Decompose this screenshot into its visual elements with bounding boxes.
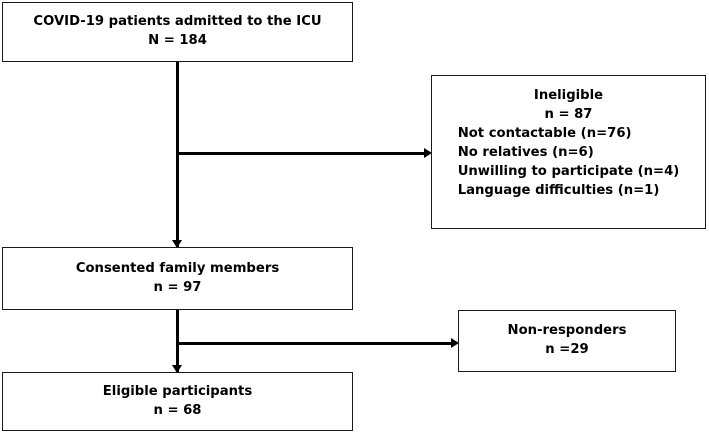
- connector-icu-to-consented: [176, 62, 179, 248]
- node-ineligible-reason: Language difficulties (n=1): [457, 182, 660, 198]
- node-ineligible-title: Ineligible: [533, 88, 604, 103]
- node-ineligible-reason: Unwilling to participate (n=4): [457, 163, 680, 179]
- node-eligible-count: n = 68: [153, 402, 202, 418]
- node-eligible-label: Eligible participants: [102, 383, 253, 399]
- node-icu-patients-count: N = 184: [148, 33, 207, 48]
- node-consented-family-members: Consented family members n = 97: [2, 247, 353, 310]
- arrowhead-to-ineligible-icon: [424, 148, 432, 158]
- arrowhead-to-eligible-icon: [172, 365, 182, 373]
- connector-branch-to-non-responders: [176, 342, 451, 345]
- node-ineligible-reason: No relatives (n=6): [457, 145, 594, 161]
- node-non-responders-count: n =29: [545, 342, 589, 357]
- node-icu-patients: COVID-19 patients admitted to the ICU N …: [2, 2, 353, 62]
- node-ineligible-reason: Not contactable (n=76): [457, 126, 632, 142]
- node-ineligible-count: n = 87: [544, 106, 593, 122]
- node-non-responders: Non-responders n =29: [458, 310, 676, 372]
- node-consented-count: n = 97: [153, 279, 202, 295]
- node-ineligible: Ineligible n = 87 Not contactable (n=76)…: [431, 75, 706, 229]
- node-consented-label: Consented family members: [75, 260, 280, 276]
- node-non-responders-label: Non-responders: [507, 323, 627, 339]
- node-ineligible-reason-list: Not contactable (n=76) No relatives (n=6…: [458, 125, 680, 200]
- arrowhead-to-non-responders-icon: [451, 338, 459, 348]
- connector-branch-to-ineligible: [176, 152, 424, 155]
- arrowhead-to-consented-icon: [172, 240, 182, 248]
- node-icu-patients-label: COVID-19 patients admitted to the ICU: [33, 14, 322, 30]
- connector-consented-to-eligible: [176, 310, 179, 373]
- node-eligible-participants: Eligible participants n = 68: [2, 372, 353, 431]
